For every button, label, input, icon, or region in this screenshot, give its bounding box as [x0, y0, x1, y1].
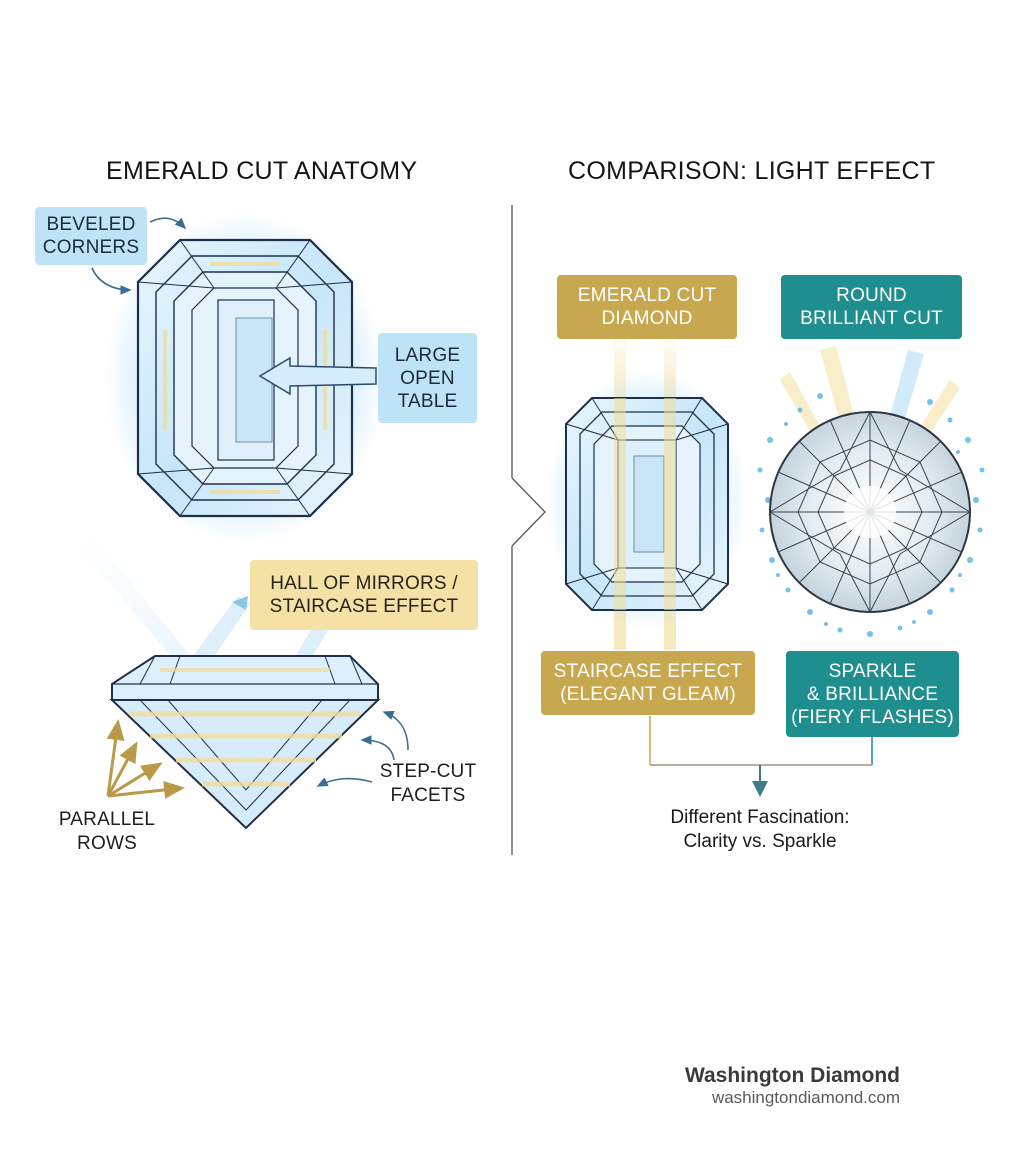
emerald-cut-comparison-gem [547, 340, 747, 650]
staircase-effect-label: STAIRCASE EFFECT (ELEGANT GLEAM) [541, 651, 755, 715]
large-open-table-line-2: OPEN [400, 367, 455, 389]
emerald-cut-side-view [80, 540, 381, 830]
brand-url: washingtondiamond.com [711, 1088, 900, 1107]
parallel-rows-arrows [106, 719, 185, 799]
hall-of-mirrors-line-2: STAIRCASE EFFECT [269, 596, 459, 617]
emerald-cut-top-view [105, 213, 385, 543]
parallel-rows-line-2: ROWS [77, 833, 137, 854]
conclusion-line-2: Clarity vs. Sparkle [683, 831, 837, 852]
conclusion-line-1: Different Fascination: [670, 807, 850, 828]
hall-of-mirrors-line-1: HALL OF MIRRORS / [270, 573, 458, 594]
emerald-cut-diamond-line-2: DIAMOND [601, 308, 693, 329]
parallel-rows-line-1: PARALLEL [58, 809, 156, 830]
emerald-cut-diamond-label: EMERALD CUT DIAMOND [557, 275, 737, 339]
large-open-table-line-3: TABLE [397, 390, 458, 412]
comparison-connector [649, 716, 873, 797]
parallel-rows-label: PARALLEL ROWS [44, 808, 170, 856]
staircase-effect-line-1: STAIRCASE EFFECT [553, 661, 743, 682]
step-cut-facets-line-1: STEP-CUT [379, 761, 477, 782]
sparkle-brilliance-line-2: & BRILLIANCE [806, 683, 939, 705]
beveled-corners-arrows [91, 217, 187, 295]
step-cut-facets-arrows [316, 710, 409, 787]
round-brilliant-gem [757, 346, 985, 637]
sparkle-brilliance-label: SPARKLE & BRILLIANCE (FIERY FLASHES) [786, 651, 959, 737]
round-brilliant-cut-label: ROUND BRILLIANT CUT [781, 275, 962, 339]
emerald-cut-diamond-line-1: EMERALD CUT [577, 285, 717, 306]
sparkle-brilliance-line-1: SPARKLE [828, 660, 917, 682]
staircase-effect-line-2: (ELEGANT GLEAM) [560, 684, 736, 705]
round-brilliant-cut-line-1: ROUND [836, 285, 907, 306]
brand-footer: Washington Diamond washingtondiamond.com [640, 1064, 900, 1108]
sparkle-brilliance-line-3: (FIERY FLASHES) [791, 706, 954, 728]
step-cut-facets-label: STEP-CUT FACETS [372, 760, 484, 808]
hall-of-mirrors-label: HALL OF MIRRORS / STAIRCASE EFFECT [250, 560, 478, 630]
right-panel-title: COMPARISON: LIGHT EFFECT [568, 157, 936, 185]
comparison-conclusion: Different Fascination: Clarity vs. Spark… [630, 806, 890, 854]
beveled-corners-line-2: CORNERS [42, 237, 140, 258]
beveled-corners-label: BEVELED CORNERS [35, 207, 147, 265]
beveled-corners-line-1: BEVELED [46, 214, 136, 235]
brand-name: Washington Diamond [684, 1064, 900, 1087]
large-open-table-line-1: LARGE [394, 344, 461, 366]
large-open-table-label: LARGE OPEN TABLE [378, 333, 477, 423]
large-open-table-arrow [258, 356, 377, 396]
left-panel-title: EMERALD CUT ANATOMY [106, 157, 418, 185]
step-cut-facets-line-2: FACETS [390, 785, 466, 806]
panel-divider [511, 205, 546, 855]
round-brilliant-cut-line-2: BRILLIANT CUT [800, 308, 943, 329]
